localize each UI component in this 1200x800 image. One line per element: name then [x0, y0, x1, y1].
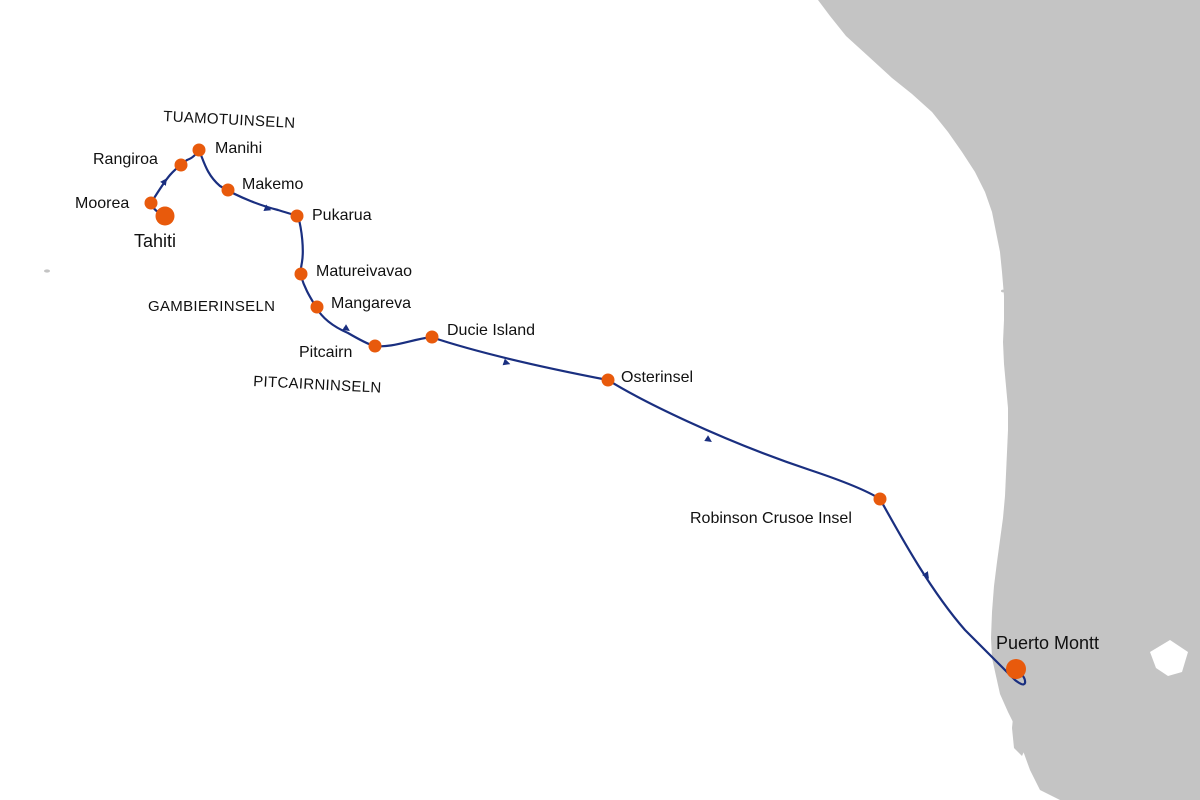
stop-marker-makemo[interactable]	[221, 183, 235, 197]
region-label-pitcairn: PITCAIRNINSELN	[253, 373, 382, 397]
patagonian-islands	[1044, 684, 1080, 760]
stop-marker-rangiroa[interactable]	[174, 158, 188, 172]
stop-marker-tahiti[interactable]	[155, 206, 175, 226]
islet	[1001, 289, 1005, 293]
port-label-mangareva: Mangareva	[331, 295, 411, 312]
port-label-rangiroa: Rangiroa	[93, 151, 158, 168]
stop-marker-pukarua[interactable]	[290, 209, 304, 223]
south-america-landmass	[818, 0, 1200, 800]
stop-marker-manihi[interactable]	[192, 143, 206, 157]
port-label-manihi: Manihi	[215, 140, 262, 157]
stop-marker-moorea[interactable]	[144, 196, 158, 210]
port-label-tahiti: Tahiti	[134, 231, 176, 251]
stop-marker-mangareva[interactable]	[310, 300, 324, 314]
port-label-ducie: Ducie Island	[447, 322, 535, 339]
port-label-matureivavao: Matureivavao	[316, 263, 412, 280]
port-label-osterinsel: Osterinsel	[621, 369, 693, 386]
stop-marker-pitcairn[interactable]	[368, 339, 382, 353]
port-label-puerto-montt: Puerto Montt	[996, 633, 1099, 653]
stop-marker-puerto-montt[interactable]	[1006, 659, 1026, 679]
patagonian-peninsula	[1150, 640, 1188, 676]
stop-marker-osterinsel[interactable]	[601, 373, 615, 387]
port-label-pitcairn: Pitcairn	[299, 344, 352, 361]
port-label-moorea: Moorea	[75, 195, 129, 212]
islet	[44, 269, 50, 273]
port-label-pukarua: Pukarua	[312, 207, 372, 224]
region-label-gambier: GAMBIERINSELN	[148, 298, 275, 315]
chiloe-island	[1012, 688, 1040, 756]
stop-marker-robinson[interactable]	[873, 492, 887, 506]
stop-marker-matureivavao[interactable]	[294, 267, 308, 281]
region-label-tuamotu: TUAMOTUINSELN	[163, 108, 296, 132]
stop-marker-ducie[interactable]	[425, 330, 439, 344]
port-label-robinson: Robinson Crusoe Insel	[690, 510, 852, 527]
port-label-makemo: Makemo	[242, 176, 303, 193]
